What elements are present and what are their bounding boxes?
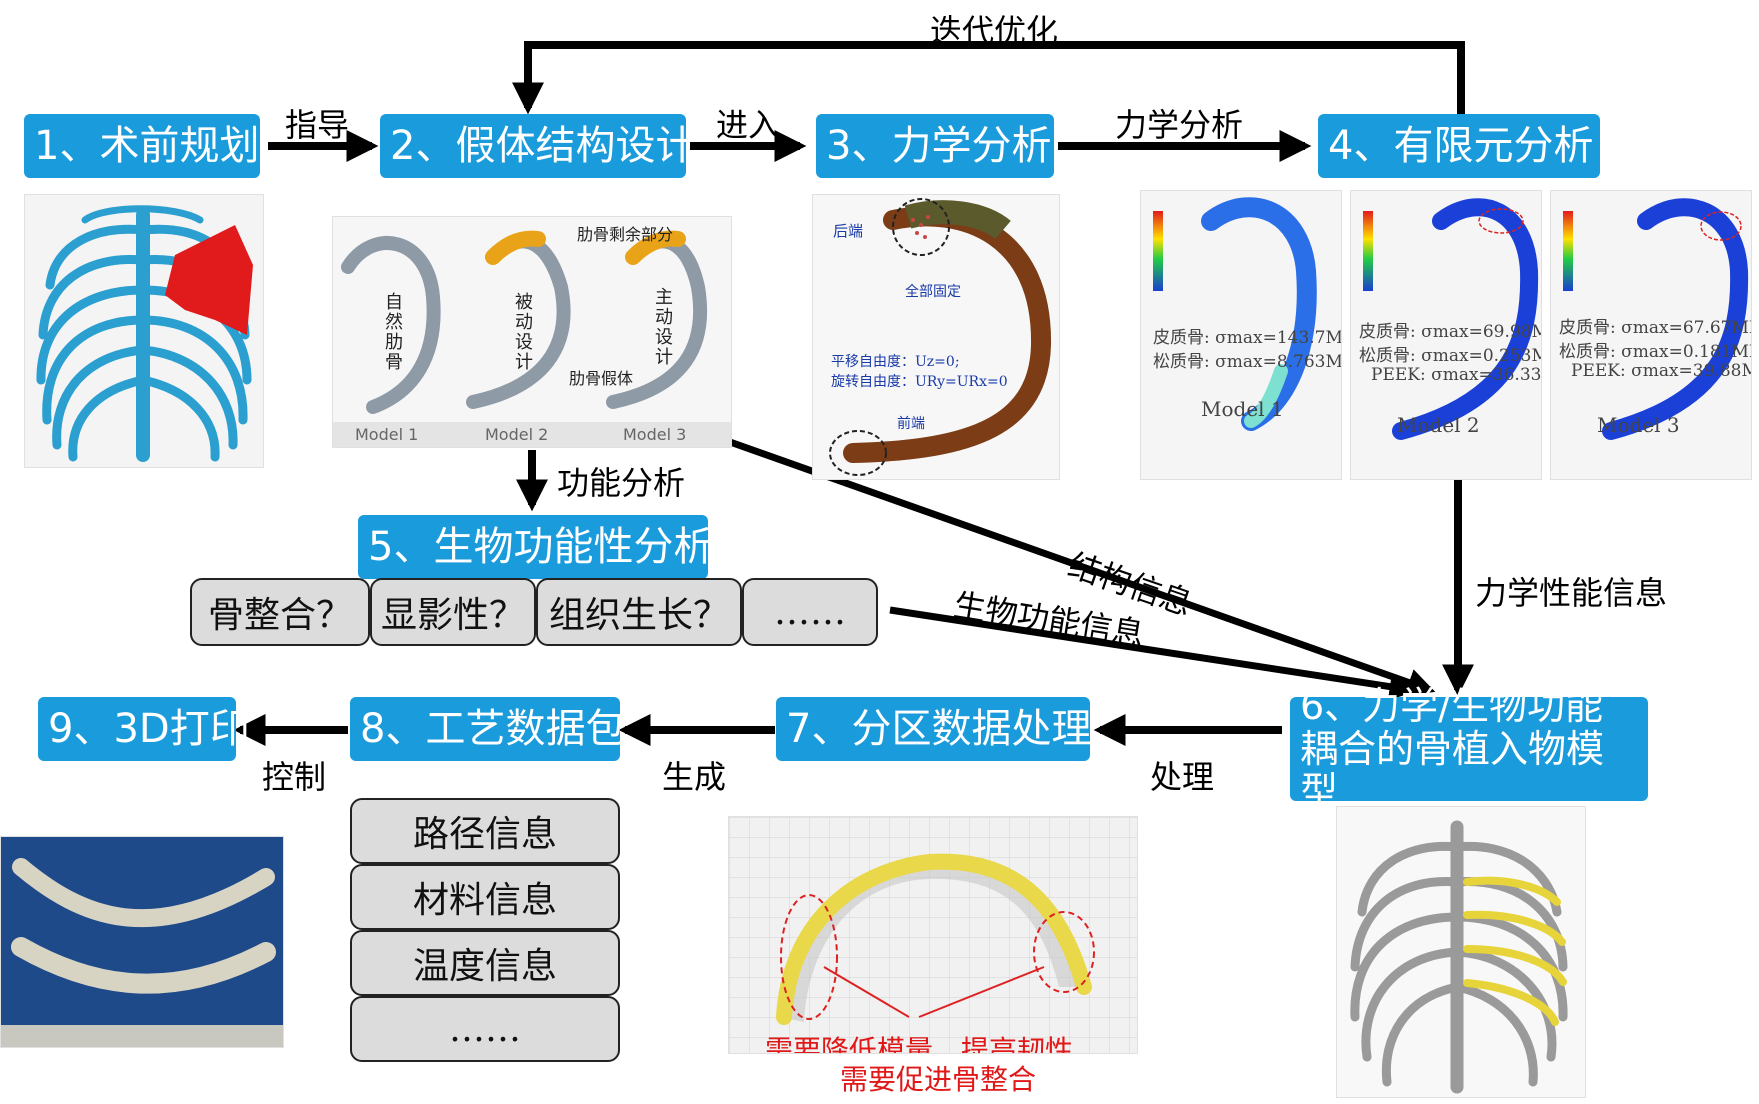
enter-label: 进入 — [716, 106, 781, 144]
fea-2-line-3: PEEK: σmax=36.33MPa — [1371, 365, 1542, 385]
package-temperature: 温度信息 — [350, 930, 620, 996]
bio-info-arrow — [889, 606, 1418, 701]
fea-model-1-image: 皮质骨: σmax=143.7MPa 松质骨: σmax=8.763MPa Mo… — [1140, 190, 1342, 480]
iterate-label: 迭代优化 — [930, 12, 1059, 50]
step-1-preop-planning[interactable]: 1、术前规划 — [24, 114, 260, 178]
guide-label: 指导 — [285, 106, 350, 144]
passive-design-label: 被动设计 — [512, 292, 533, 372]
fea-3-line-3: PEEK: σmax=39.88MPa — [1571, 361, 1751, 381]
preop-ribcage-image — [24, 194, 264, 468]
design-models-image: 自然肋骨 被动设计 主动设计 肋骨剩余部分 肋骨假体 Model 1 Model… — [332, 216, 732, 448]
fea-model-3-image: 皮质骨: σmax=67.67MPa 松质骨: σmax=0.181MPa PE… — [1550, 190, 1752, 480]
mech-label: 力学分析 — [1115, 106, 1244, 144]
func-label: 功能分析 — [557, 464, 686, 502]
control-label: 控制 — [262, 758, 327, 796]
package-material: 材料信息 — [350, 864, 620, 930]
fea-3-line-1: 皮质骨: σmax=67.67MPa — [1559, 318, 1752, 338]
step-9-3d-print[interactable]: 9、3D打印 — [38, 697, 250, 761]
package-more: …… — [350, 996, 620, 1062]
fea-3-model-caption: Model 3 — [1597, 413, 1680, 437]
bio-check-radiopacity: 显影性？ — [370, 578, 536, 646]
struct-info-arrow — [728, 438, 1436, 696]
model-3-caption: Model 3 — [623, 425, 687, 444]
iterate-arrow — [512, 41, 1465, 115]
step-8-process-package[interactable]: 8、工艺数据包 — [350, 697, 625, 761]
fea-3-line-2: 松质骨: σmax=0.181MPa — [1559, 342, 1752, 362]
fea-2-model-caption: Model 2 — [1397, 413, 1480, 437]
zone-data-image: 需要降低模量，提高韧性， — [728, 816, 1138, 1054]
dof-rotation-label: 旋转自由度：URy=URx=0 — [831, 374, 1008, 390]
fea-1-line-1: 皮质骨: σmax=143.7MPa — [1153, 328, 1342, 348]
fea-2-line-2: 松质骨: σmax=0.253MPa — [1359, 346, 1541, 366]
step-7-zone-processing[interactable]: 7、分区数据处理 — [776, 697, 1091, 761]
fea-model-2-image: 皮质骨: σmax=69.98MPa 松质骨: σmax=0.253MPa PE… — [1350, 190, 1542, 480]
model-2-caption: Model 2 — [485, 425, 549, 444]
bio-check-more: …… — [742, 578, 878, 646]
step-6-coupled-model[interactable]: 6、力学/生物功能耦合的骨植入物模型 — [1290, 685, 1648, 813]
fea-1-model-caption: Model 1 — [1201, 397, 1284, 421]
fea-1-line-2: 松质骨: σmax=8.763MPa — [1153, 352, 1342, 372]
mechanics-bc-image: 后端 全部固定 平移自由度：Uz=0; 旋转自由度：URy=URx=0 前端 — [812, 194, 1060, 480]
package-path: 路径信息 — [350, 798, 620, 864]
model-1-caption: Model 1 — [355, 425, 419, 444]
bio-check-tissue-growth: 组织生长？ — [536, 578, 742, 646]
bio-check-osseointegration: 骨整合？ — [190, 578, 370, 646]
fea-2-line-1: 皮质骨: σmax=69.98MPa — [1359, 322, 1541, 342]
coupled-model-image — [1336, 806, 1586, 1098]
active-design-label: 主动设计 — [652, 287, 673, 367]
remaining-rib-label: 肋骨剩余部分 — [577, 225, 674, 244]
generate-label: 生成 — [662, 758, 727, 796]
zone-note-line-2: 需要促进骨整合 — [840, 1063, 1037, 1096]
front-end-label: 前端 — [897, 416, 925, 432]
prosthesis-label: 肋骨假体 — [569, 369, 634, 388]
step-4-fea[interactable]: 4、有限元分析 — [1318, 114, 1600, 178]
zone-note-line-1: 需要降低模量，提高韧性， — [765, 1034, 1102, 1054]
step-3-mechanics[interactable]: 3、力学分析 — [816, 114, 1054, 178]
fixed-label: 全部固定 — [905, 284, 961, 300]
printed-implants-photo — [0, 836, 284, 1048]
mech-info-label: 力学性能信息 — [1475, 574, 1668, 612]
natural-rib-label: 自然肋骨 — [382, 292, 403, 372]
process-label: 处理 — [1150, 758, 1215, 796]
dof-translation-label: 平移自由度：Uz=0; — [831, 354, 960, 370]
rear-end-label: 后端 — [833, 222, 864, 240]
step-5-bio-function[interactable]: 5、生物功能性分析 — [358, 515, 713, 579]
step-2-prosthesis-design[interactable]: 2、假体结构设计 — [380, 114, 695, 178]
